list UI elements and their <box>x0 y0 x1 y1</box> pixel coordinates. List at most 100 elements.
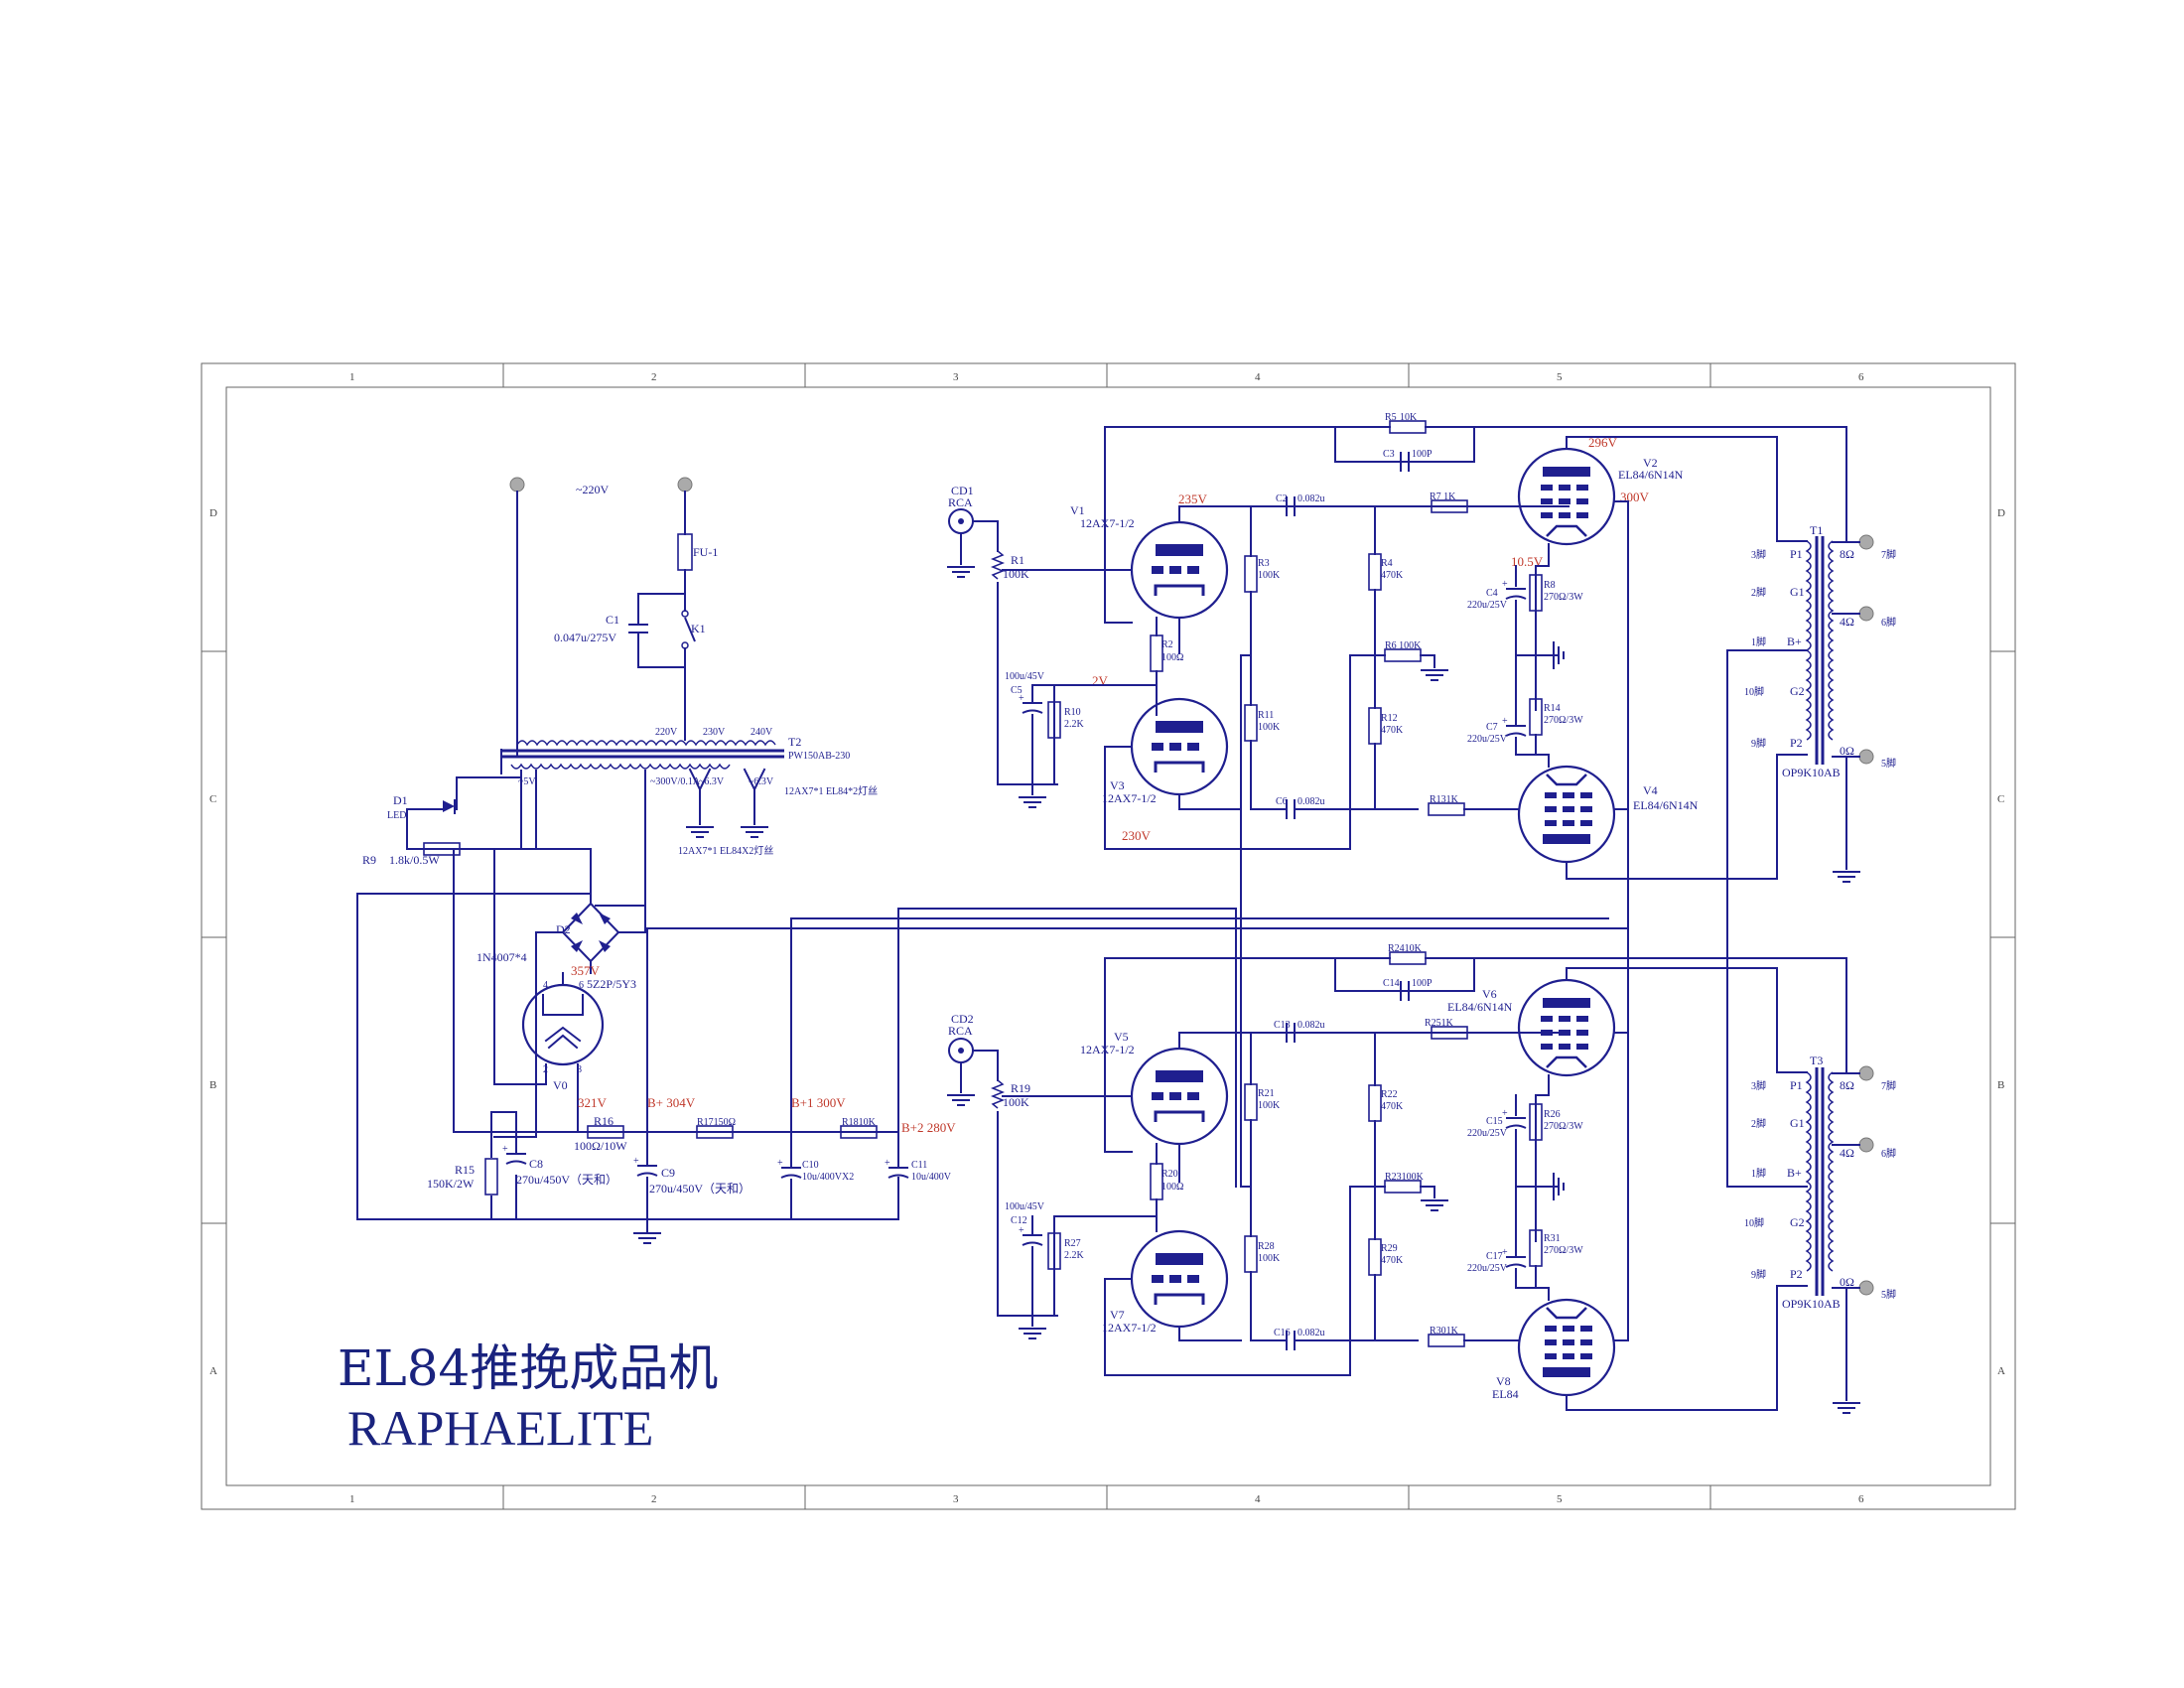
bridge-rectifier: D2 1N4007*4 <box>477 848 646 1138</box>
ch2-c17-ref: C17 <box>1486 1251 1503 1262</box>
ch1-v1-ref: V1 <box>1070 503 1085 517</box>
ch2-r29-value: 470K <box>1381 1255 1404 1266</box>
zone-col-3: 3 <box>953 371 959 383</box>
ch1-r12-ref: R12 <box>1381 713 1398 724</box>
led-ref: D1 <box>393 793 408 807</box>
mains-pad-right[interactable] <box>677 477 693 492</box>
ch2-ot-pin9: 9脚 <box>1751 1268 1766 1281</box>
ch2-ot-ref: T3 <box>1810 1054 1823 1067</box>
ch1-tube-v2 <box>1517 447 1616 546</box>
zone-row-d-right: D <box>1997 507 2005 519</box>
zone-col-4-bottom: 4 <box>1255 1493 1261 1505</box>
ch1-pot-r1[interactable] <box>990 550 1006 580</box>
ch2-ot-pad-4[interactable] <box>1858 1137 1874 1153</box>
zone-row-b-right: B <box>1997 1079 2004 1091</box>
channel-2: CD2 RCA R19 100K V5 12AX7-1/2 R20 100Ω V… <box>946 943 1896 1414</box>
ch1-c5-ref: C5 <box>1011 685 1023 696</box>
zone-markers: 1 2 3 4 5 6 1 2 3 4 5 6 D C B A D C B A <box>202 363 2015 1509</box>
ch2-r19-ref: R19 <box>1011 1081 1030 1095</box>
ch1-ot-8ohm: 8Ω <box>1840 547 1854 561</box>
ch1-r4-value: 470K <box>1381 570 1404 581</box>
rectifier-ref: V0 <box>553 1078 568 1092</box>
ch1-ot-pad-0[interactable] <box>1858 749 1874 765</box>
title-line-2: RAPHAELITE <box>347 1400 653 1456</box>
ch1-v4-model: EL84/6N14N <box>1633 798 1699 812</box>
ch2-r19-value: 100K <box>1003 1095 1029 1109</box>
pt-sec-5v: ~5V <box>518 776 536 787</box>
ch2-ot-pin2: 2脚 <box>1751 1117 1766 1130</box>
ch2-r22-value: 470K <box>1381 1101 1404 1112</box>
led-d1 <box>443 800 455 812</box>
ch2-v5-model: 12AX7-1/2 <box>1080 1043 1135 1056</box>
ch1-ot-ref: T1 <box>1810 523 1823 537</box>
ch1-cap-c5 <box>1018 692 1043 714</box>
ch1-ot-pin1: 1脚 <box>1751 635 1766 648</box>
heater-ground-a <box>685 826 715 838</box>
ch1-r11-ref: R11 <box>1258 710 1274 721</box>
ch2-input-ground <box>946 1094 976 1106</box>
ch2-c16-ref: C16 <box>1274 1328 1291 1338</box>
ch2-res-r29 <box>1368 1238 1382 1276</box>
ch1-r2-value: 100Ω <box>1161 652 1183 663</box>
ch2-ot-pad-8[interactable] <box>1858 1065 1874 1081</box>
ch1-tube-v1 <box>1130 520 1229 620</box>
ch2-r20-ref: R20 <box>1161 1169 1178 1180</box>
ch1-tube-v3 <box>1130 697 1229 796</box>
psu-v321: 321V <box>578 1095 608 1110</box>
ch2-r23-label: R23100K <box>1385 1172 1425 1183</box>
ch1-cap-c7 <box>1501 715 1527 737</box>
zone-col-6-bottom: 6 <box>1858 1493 1864 1505</box>
ch2-r26-value: 270Ω/3W <box>1544 1121 1583 1132</box>
ch2-ot-pin6: 6脚 <box>1881 1147 1896 1160</box>
bridge-ref: D2 <box>556 922 571 936</box>
ch1-r11-value: 100K <box>1258 722 1281 733</box>
rect-pin-4: 4 <box>543 980 548 991</box>
ch1-ot-pad-8[interactable] <box>1858 534 1874 550</box>
ch1-v2-ref: V2 <box>1643 456 1658 470</box>
ch2-pot-r19[interactable] <box>990 1079 1006 1109</box>
ch1-ot-pin7: 7脚 <box>1881 548 1896 561</box>
ch1-res-r12 <box>1368 707 1382 745</box>
ch1-ot-p2: P2 <box>1790 736 1803 750</box>
cap-c1-value: 0.047u/275V <box>554 631 616 644</box>
fuse-label: FU-1 <box>693 545 718 559</box>
ch2-ot-pin7: 7脚 <box>1881 1079 1896 1092</box>
ch2-c15-value: 220u/25V <box>1467 1128 1508 1139</box>
ch2-input-ref: CD2 <box>951 1012 974 1026</box>
cap-c8-ref: C8 <box>529 1157 543 1171</box>
ch1-ot-pad-4[interactable] <box>1858 606 1874 622</box>
zone-col-2-bottom: 2 <box>651 1493 657 1505</box>
pt-sec-hv: ~300V/0.1A <box>650 776 701 787</box>
mains-pad-left[interactable] <box>509 477 525 492</box>
psu-vb2: B+2 280V <box>901 1120 956 1135</box>
zone-row-b: B <box>209 1079 216 1091</box>
ch2-ot-p1: P1 <box>1790 1078 1803 1092</box>
bridge-label: 1N4007*4 <box>477 950 527 964</box>
cap-c1 <box>627 624 649 633</box>
ch2-ot-pad-0[interactable] <box>1858 1280 1874 1296</box>
cap-c8 <box>501 1143 527 1165</box>
ch2-cathode-ground <box>1018 1328 1047 1339</box>
psu-vb1: B+1 300V <box>791 1095 846 1110</box>
ch2-r29-ref: R29 <box>1381 1243 1398 1254</box>
psu-vb: B+ 304V <box>647 1095 696 1110</box>
zone-col-6: 6 <box>1858 371 1864 383</box>
pt-model: PW150AB-230 <box>788 751 850 762</box>
ch1-c3-ref: C3 <box>1383 449 1395 460</box>
rectifier-model: 5Z2P/5Y3 <box>587 977 636 991</box>
ch2-tube-v7 <box>1130 1229 1229 1329</box>
zone-col-1: 1 <box>349 371 355 383</box>
ch2-v8-ref: V8 <box>1496 1374 1511 1388</box>
ch2-v6-ref: V6 <box>1482 987 1497 1001</box>
ch1-r14-value: 270Ω/3W <box>1544 715 1583 726</box>
ch1-tube-v4 <box>1517 765 1616 864</box>
ch1-r4-ref: R4 <box>1381 558 1393 569</box>
psu-ground <box>632 1232 662 1244</box>
ch2-r26-ref: R26 <box>1544 1109 1561 1120</box>
cap-c11-value: 10u/400V <box>911 1172 952 1183</box>
ch2-ot-p2: P2 <box>1790 1267 1803 1281</box>
ch1-c3-value: 100P <box>1412 449 1433 460</box>
ch2-ot-0ohm: 0Ω <box>1840 1275 1854 1289</box>
ch2-c15-ref: C15 <box>1486 1116 1503 1127</box>
ch2-tube-v8 <box>1517 1298 1616 1397</box>
